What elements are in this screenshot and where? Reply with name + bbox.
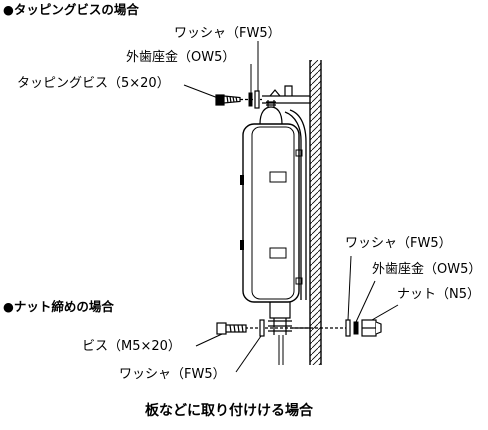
mounting-board [309,60,322,365]
washer-right [345,319,351,337]
label-external-tooth-washer-right: 外歯座金（OW5） [372,262,482,277]
washer-bottom [259,319,265,337]
leader-lines-top [183,41,259,99]
machine-screw-bottom [216,322,247,335]
figure-caption: 板などに取り付けける場合 [145,403,313,419]
leader-lines-bottom [195,255,399,373]
label-washer-bottom: ワッシャ（FW5） [119,367,226,382]
tapping-screw-top [215,94,241,106]
external-tooth-washer-right [353,321,359,335]
external-tooth-washer-top [248,92,253,107]
label-washer-top: ワッシャ（FW5） [174,26,281,41]
device-cables [284,109,307,300]
label-external-tooth-washer-top: 外歯座金（OW5） [126,50,236,65]
washer-top [254,90,260,109]
label-tapping-screw: タッピングビス（5×20） [17,76,170,91]
label-nut: ナット（N5） [397,287,480,302]
label-screw: ビス（M5×20） [82,339,181,354]
heading-nut-fastening: ●ナット締めの場合 [3,299,114,314]
nut-right [361,319,382,337]
label-washer-right: ワッシャ（FW5） [345,236,452,251]
lower-bracket [240,302,349,365]
heading-tapping-screw: ●タッピングビスの場合 [3,2,139,17]
device-body [240,100,303,303]
